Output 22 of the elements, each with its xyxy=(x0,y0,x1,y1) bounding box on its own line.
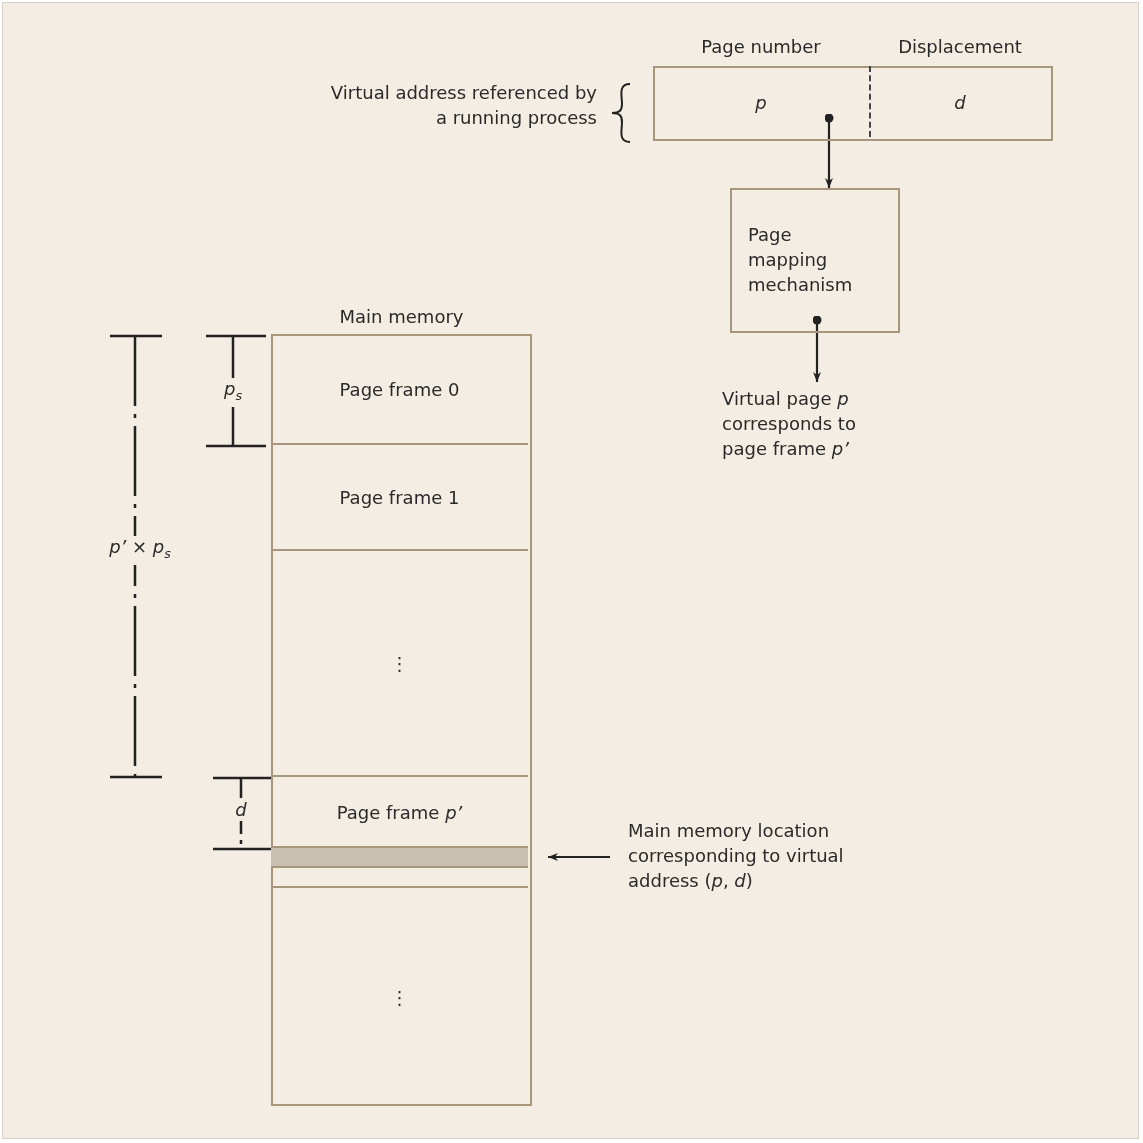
box-label: Page mapping mechanism xyxy=(748,223,854,297)
dimension-label: p$_{s}$ xyxy=(222,378,244,407)
annotation-text: Virtual address referenced by a running process xyxy=(329,81,597,130)
box-label: Page frame 0 xyxy=(338,377,461,401)
field-symbol: p xyxy=(754,90,768,114)
annotation-text: Main memory location corresponding to virtual address (p, d) xyxy=(628,819,845,893)
field-heading: Displacement xyxy=(898,35,1022,59)
dimension-label: d xyxy=(233,799,249,821)
arrow xyxy=(548,853,610,861)
field-heading: Page number xyxy=(701,35,821,59)
box-label: Page frame p’ xyxy=(335,800,464,824)
field-symbol: d xyxy=(953,90,967,114)
ellipsis: ⋮ xyxy=(389,651,410,676)
dimension-label: p’ × p$_{s}$ xyxy=(107,536,173,565)
arrow xyxy=(824,113,834,188)
column-heading: Main memory xyxy=(338,305,465,329)
box-label: Page frame 1 xyxy=(338,485,461,510)
process-box xyxy=(730,188,900,333)
annotation-text: Virtual page p corresponds to page frame p’ xyxy=(722,387,857,461)
ellipsis: ⋮ xyxy=(389,985,410,1010)
memory-location-bar xyxy=(271,848,528,868)
arrow xyxy=(812,315,822,382)
